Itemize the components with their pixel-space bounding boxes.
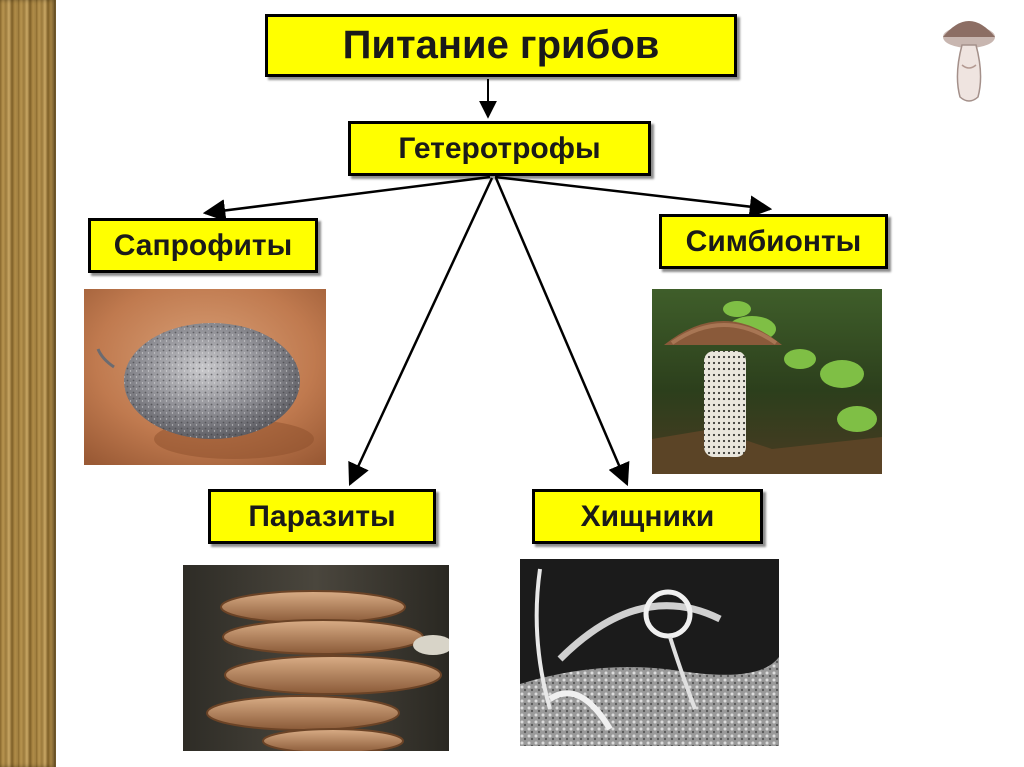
parasite-bracket-fungus-photo <box>183 565 449 751</box>
symbionts-label: Симбионты <box>685 224 862 258</box>
arrow-root-to-symbionts <box>494 175 773 218</box>
parasites-box: Паразиты <box>208 489 436 544</box>
arrow-root-to-parasites <box>348 177 494 487</box>
heterotrophs-box: Гетеротрофы <box>348 121 651 176</box>
predators-label: Хищники <box>580 499 715 533</box>
predators-box: Хищники <box>532 489 763 544</box>
saprophyte-mold-photo <box>84 289 326 465</box>
predator-fungus-photo <box>520 559 779 746</box>
heterotrophs-label: Гетеротрофы <box>398 131 601 165</box>
parasites-label: Паразиты <box>248 499 396 533</box>
title-box: Питание грибов <box>265 14 737 77</box>
wood-border <box>0 0 56 767</box>
mushroom-icon <box>943 21 995 102</box>
symbionts-box: Симбионты <box>659 214 888 269</box>
symbiont-mushroom-photo <box>652 289 882 474</box>
saprophytes-box: Сапрофиты <box>88 218 318 273</box>
arrow-root-to-predators <box>494 177 630 487</box>
title-label: Питание грибов <box>342 23 660 67</box>
arrow-root-to-saprophytes <box>202 175 491 222</box>
saprophytes-label: Сапрофиты <box>113 228 293 262</box>
